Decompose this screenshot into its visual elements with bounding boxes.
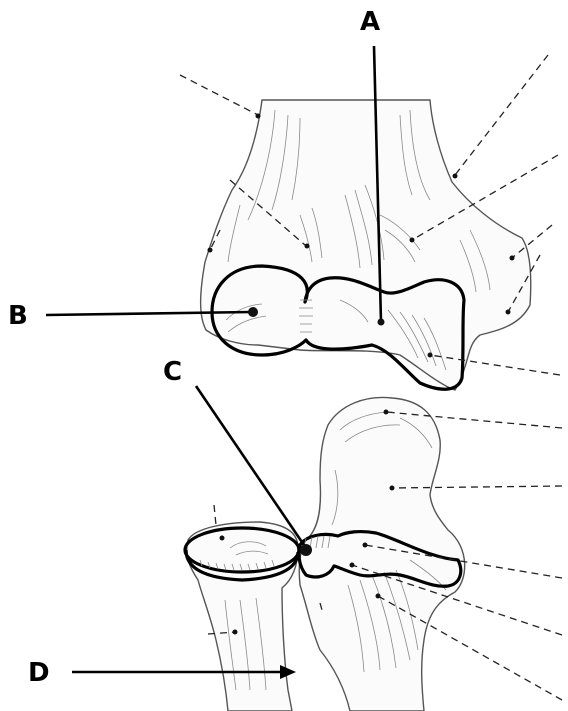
- leader-line: [455, 55, 548, 175]
- leader-dot: [390, 486, 395, 491]
- ulna-outline: [299, 397, 464, 711]
- label-a: A: [360, 7, 380, 37]
- pointer-b-dot: [248, 307, 258, 317]
- leader-line: [180, 75, 258, 115]
- leader-dot: [506, 310, 511, 315]
- label-b: B: [8, 301, 28, 331]
- ulna: [299, 397, 465, 711]
- leader-line: [214, 505, 216, 525]
- pointer-a-dot: [378, 319, 385, 326]
- leader-dot: [208, 248, 213, 253]
- pointer-d-arrowhead: [280, 665, 296, 679]
- radius: [185, 522, 299, 711]
- humerus: [201, 100, 531, 390]
- label-d: D: [28, 658, 50, 688]
- leader-dot: [220, 536, 225, 541]
- label-c: C: [163, 357, 182, 387]
- leader-dot: [305, 244, 310, 249]
- leader-dot: [376, 594, 381, 599]
- leader-dot: [410, 238, 415, 243]
- pointer-c-dot: [300, 544, 312, 556]
- leader-dot: [350, 563, 355, 568]
- leader-dot: [256, 114, 261, 119]
- leader-dot: [428, 353, 433, 358]
- leader-dot: [510, 256, 515, 261]
- leader-dot: [453, 174, 458, 179]
- leader-dot: [233, 630, 238, 635]
- leader-dot: [384, 410, 389, 415]
- leader-dot: [363, 543, 368, 548]
